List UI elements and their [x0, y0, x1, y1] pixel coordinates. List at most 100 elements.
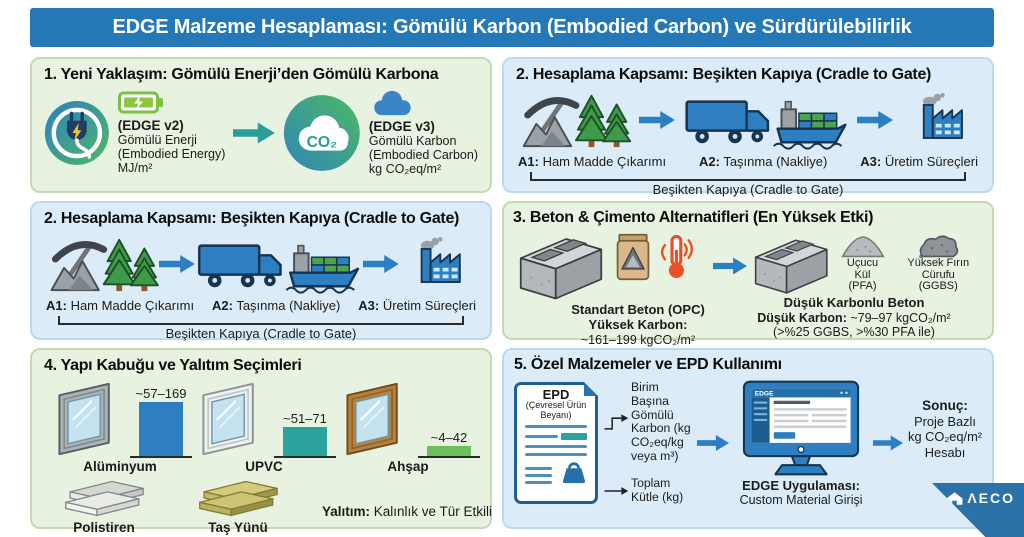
- edge-v2-tag: (EDGE v2): [117, 118, 184, 133]
- fly-ash-pile-icon: [840, 236, 885, 258]
- edge-app-caption: Custom Material Girişi: [739, 493, 863, 507]
- scope-bracket: [58, 316, 464, 325]
- edge-v3-line2: (Embodied Carbon): [368, 148, 478, 163]
- page-title: EDGE Malzeme Hesaplaması: Gömülü Karbon …: [30, 8, 994, 47]
- edge-app-caption-bold: EDGE Uygulaması:: [742, 478, 860, 493]
- edge-v3-unit: kg CO₂eq/m²: [368, 162, 442, 177]
- cloud-icon: [374, 90, 411, 116]
- house-icon: [946, 492, 963, 505]
- panel-envelope: 4. Yapı Kabuğu ve Yalıtım Seçimleri ~57–…: [30, 348, 493, 535]
- insulation-label: Taş Yünü: [208, 520, 268, 535]
- upvc-window-icon: [202, 382, 254, 456]
- bar-baseline: [274, 456, 336, 458]
- low-carbon-text: Düşük Karbonlu Beton Düşük Karbon: ~79–9…: [757, 295, 951, 340]
- factory-icon: [922, 93, 963, 139]
- edge-v3-tag: (EDGE v3): [368, 119, 435, 134]
- standard-concrete-text: Standart Beton (OPC) Yüksek Karbon: ~161…: [571, 302, 705, 347]
- edge-v2-line2: (Embodied Energy): [117, 147, 226, 162]
- panel-scope-title: 2. Hesaplama Kapsamı: Beşikten Kapıya (C…: [516, 66, 932, 83]
- upvc-bar: [283, 427, 327, 456]
- window-option-upvc: ~51–71 UPVC: [192, 380, 336, 474]
- stage-a2-label: A2: Taşınma (Nakliye): [212, 298, 341, 313]
- transport-truck-ship-icon: [198, 244, 360, 294]
- thermometer-heat-icon: [660, 234, 694, 278]
- epd-output-mass: Toplam Kütle (kg): [603, 476, 692, 504]
- window-option-wood: ~4–42 Ahşap: [336, 380, 480, 474]
- result-block: Sonuç: Proje Bazlı kg CO₂eq/m² Hesabı: [908, 398, 982, 460]
- aluminum-window-icon: [58, 382, 110, 456]
- co2-cloud-circle-icon: CO₂: [284, 94, 360, 171]
- arrow-right-icon: [639, 111, 675, 129]
- stage-a3-label: A3: Üretim Süreçleri: [358, 298, 476, 313]
- svg-text:CO₂: CO₂: [307, 133, 338, 150]
- aluminum-bar: [139, 402, 183, 456]
- arrow-right-small-icon: [604, 487, 629, 495]
- edge-app-monitor-icon: EDGE: [742, 380, 860, 476]
- epd-output-carbon: Birim Başına Gömülü Karbon (kg CO₂eq/kg …: [603, 381, 692, 463]
- window-material-label: Ahşap: [387, 459, 429, 474]
- highlighted-data-row: [561, 433, 587, 441]
- battery-icon: [117, 91, 163, 114]
- bar-baseline: [418, 456, 480, 458]
- panel-concrete: 3. Beton & Çimento Alternatifleri (En Yü…: [502, 201, 994, 347]
- edge-v3-line1: Gömülü Karbon: [368, 134, 457, 149]
- insulation-polystyrene: Polistiren: [54, 478, 154, 535]
- wood-bar: [427, 446, 471, 456]
- arrow-right-icon: [873, 435, 904, 451]
- factory-icon: [420, 237, 462, 283]
- scope-bracket: [530, 172, 966, 181]
- panel-epd-title: 5. Özel Malzemeler ve EPD Kullanımı: [514, 356, 782, 373]
- embodied-energy-plug-icon: [44, 100, 109, 165]
- bar-baseline: [130, 456, 192, 458]
- concrete-block-icon: [519, 238, 603, 300]
- arrow-right-icon: [857, 111, 893, 129]
- low-carbon-block-icon: [754, 239, 828, 294]
- stage-a3-label: A3: Üretim Süreçleri: [860, 154, 978, 169]
- edge-v2-line1: Gömülü Enerji: [117, 133, 197, 148]
- polystyrene-board-icon: [65, 480, 144, 517]
- panel-envelope-title: 4. Yapı Kabuğu ve Yalıtım Seçimleri: [44, 357, 302, 374]
- transport-truck-ship-icon: [685, 100, 847, 150]
- insulation-rockwool: Taş Yünü: [188, 478, 288, 535]
- panel-new-approach-title: 1. Yeni Yaklaşım: Gömülü Enerji’den Gömü…: [44, 66, 439, 83]
- panel-new-approach: 1. Yeni Yaklaşım: Gömülü Enerji’den Gömü…: [30, 57, 492, 193]
- aeco-logo-text: ΛECO: [967, 490, 1015, 506]
- stage-a1-label: A1: Ham Madde Çıkarımı: [46, 298, 195, 313]
- raw-material-mining-icon: [50, 238, 159, 292]
- epd-full-name: (Çevresel Ürün Beyanı): [525, 400, 587, 420]
- stage-a1-label: A1: Ham Madde Çıkarımı: [518, 154, 667, 169]
- epd-abbr: EPD: [542, 387, 570, 402]
- edge-app: EDGE EDGE Uygulaması: Custom Mat: [734, 379, 868, 507]
- window-option-aluminum: ~57–169 Alüminyum: [48, 380, 192, 474]
- epd-document-icon: EPD (Çevresel Ürün Beyanı): [514, 382, 598, 504]
- arrow-right-icon: [713, 257, 747, 275]
- epd-outputs: Birim Başına Gömülü Karbon (kg CO₂eq/kg …: [603, 381, 692, 504]
- arrow-right-icon: [233, 122, 276, 143]
- window-material-label: Alüminyum: [83, 459, 157, 474]
- stage-a2-label: A2: Taşınma (Nakliye): [699, 154, 828, 169]
- weight-icon: [562, 462, 586, 484]
- arrow-right-icon: [159, 255, 196, 273]
- svg-text:EDGE: EDGE: [755, 390, 774, 397]
- wood-window-icon: [346, 382, 398, 456]
- bar-value: ~51–71: [283, 411, 327, 426]
- bar-value: ~4–42: [430, 430, 468, 445]
- bar-value: ~57–169: [135, 386, 187, 401]
- window-material-label: UPVC: [245, 459, 283, 474]
- slag-lump-icon: [919, 235, 959, 258]
- ggbs-item: Yüksek Fırın Cürufu (GGBS): [894, 232, 984, 293]
- scope-bracket-label: Beşikten Kapıya (Cradle to Gate): [165, 326, 357, 341]
- panel-scope-title: 2. Hesaplama Kapsamı: Beşikten Kapıya (C…: [44, 210, 460, 227]
- insulation-note: Yalıtım: Kalınlık ve Tür Etkili: [322, 504, 493, 519]
- panel-scope-left: 2. Hesaplama Kapsamı: Beşikten Kapıya (C…: [30, 201, 492, 341]
- rockwool-board-icon: [199, 480, 278, 517]
- page-fold-icon: [584, 382, 598, 396]
- panel-concrete-title: 3. Beton & Çimento Alternatifleri (En Yü…: [513, 209, 874, 226]
- panel-epd: 5. Özel Malzemeler ve EPD Kullanımı EPD …: [502, 348, 994, 529]
- arrow-right-icon: [697, 435, 730, 451]
- cement-bag-icon: [616, 233, 650, 281]
- arrow-right-icon: [362, 255, 399, 273]
- insulation-label: Polistiren: [73, 520, 135, 535]
- raw-material-mining-icon: [522, 94, 632, 148]
